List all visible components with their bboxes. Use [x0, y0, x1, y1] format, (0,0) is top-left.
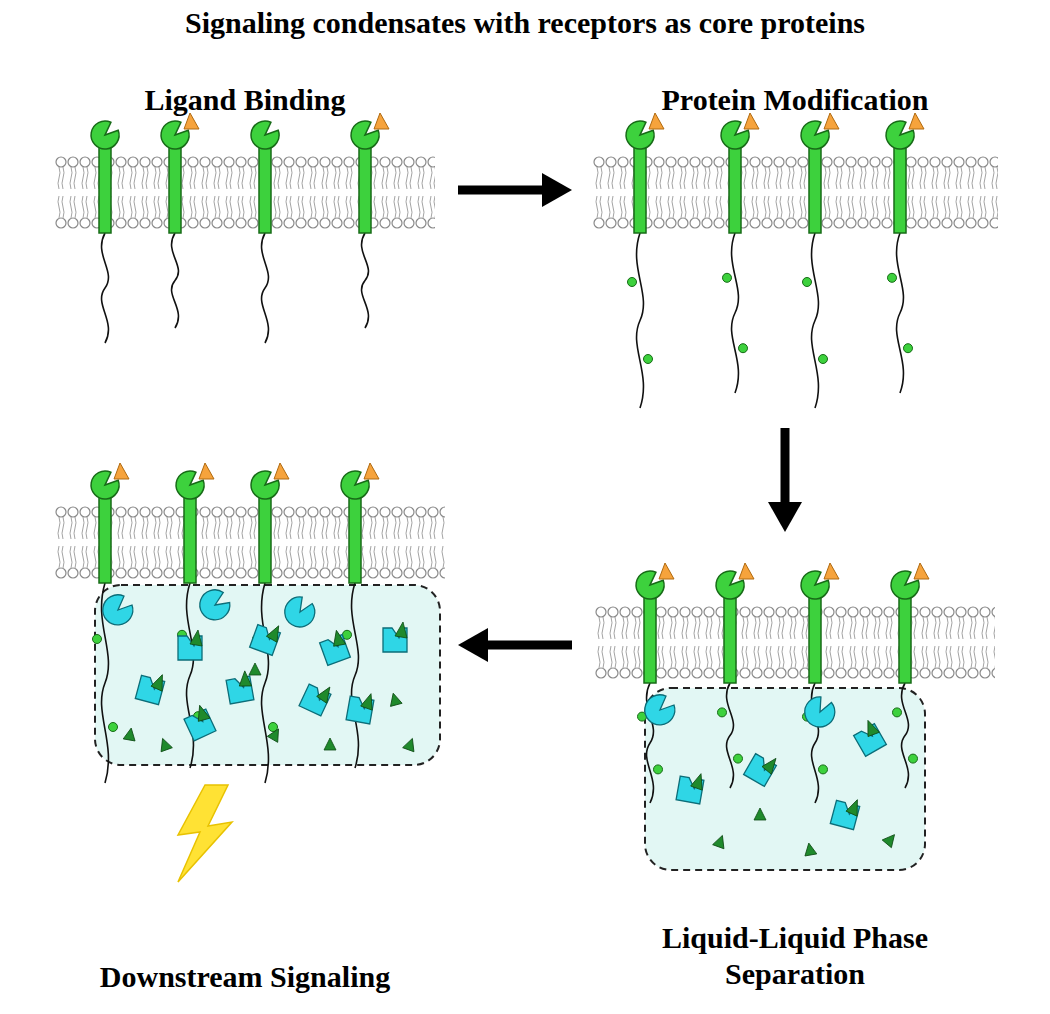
figure-title: Signaling condensates with receptors as … — [0, 6, 1050, 40]
flow-arrow — [458, 173, 572, 207]
stage-label: Liquid-Liquid Phase Separation — [660, 920, 930, 992]
stage-panel: Liquid-Liquid Phase Separation — [580, 540, 1010, 1000]
receptor — [91, 113, 929, 803]
stage-label: Downstream Signaling — [40, 959, 450, 995]
stage-panel: Downstream Signaling — [40, 440, 450, 1005]
lightning-bolt — [178, 785, 232, 882]
binding-proteins — [103, 587, 899, 856]
flow-arrow — [458, 628, 572, 662]
flow-arrow — [768, 428, 802, 532]
stage-panel: Protein Modification — [580, 70, 1010, 420]
stage-panel: Ligand Binding — [40, 70, 450, 420]
stage-label: Ligand Binding — [40, 82, 450, 118]
stage-label: Protein Modification — [580, 82, 1010, 118]
